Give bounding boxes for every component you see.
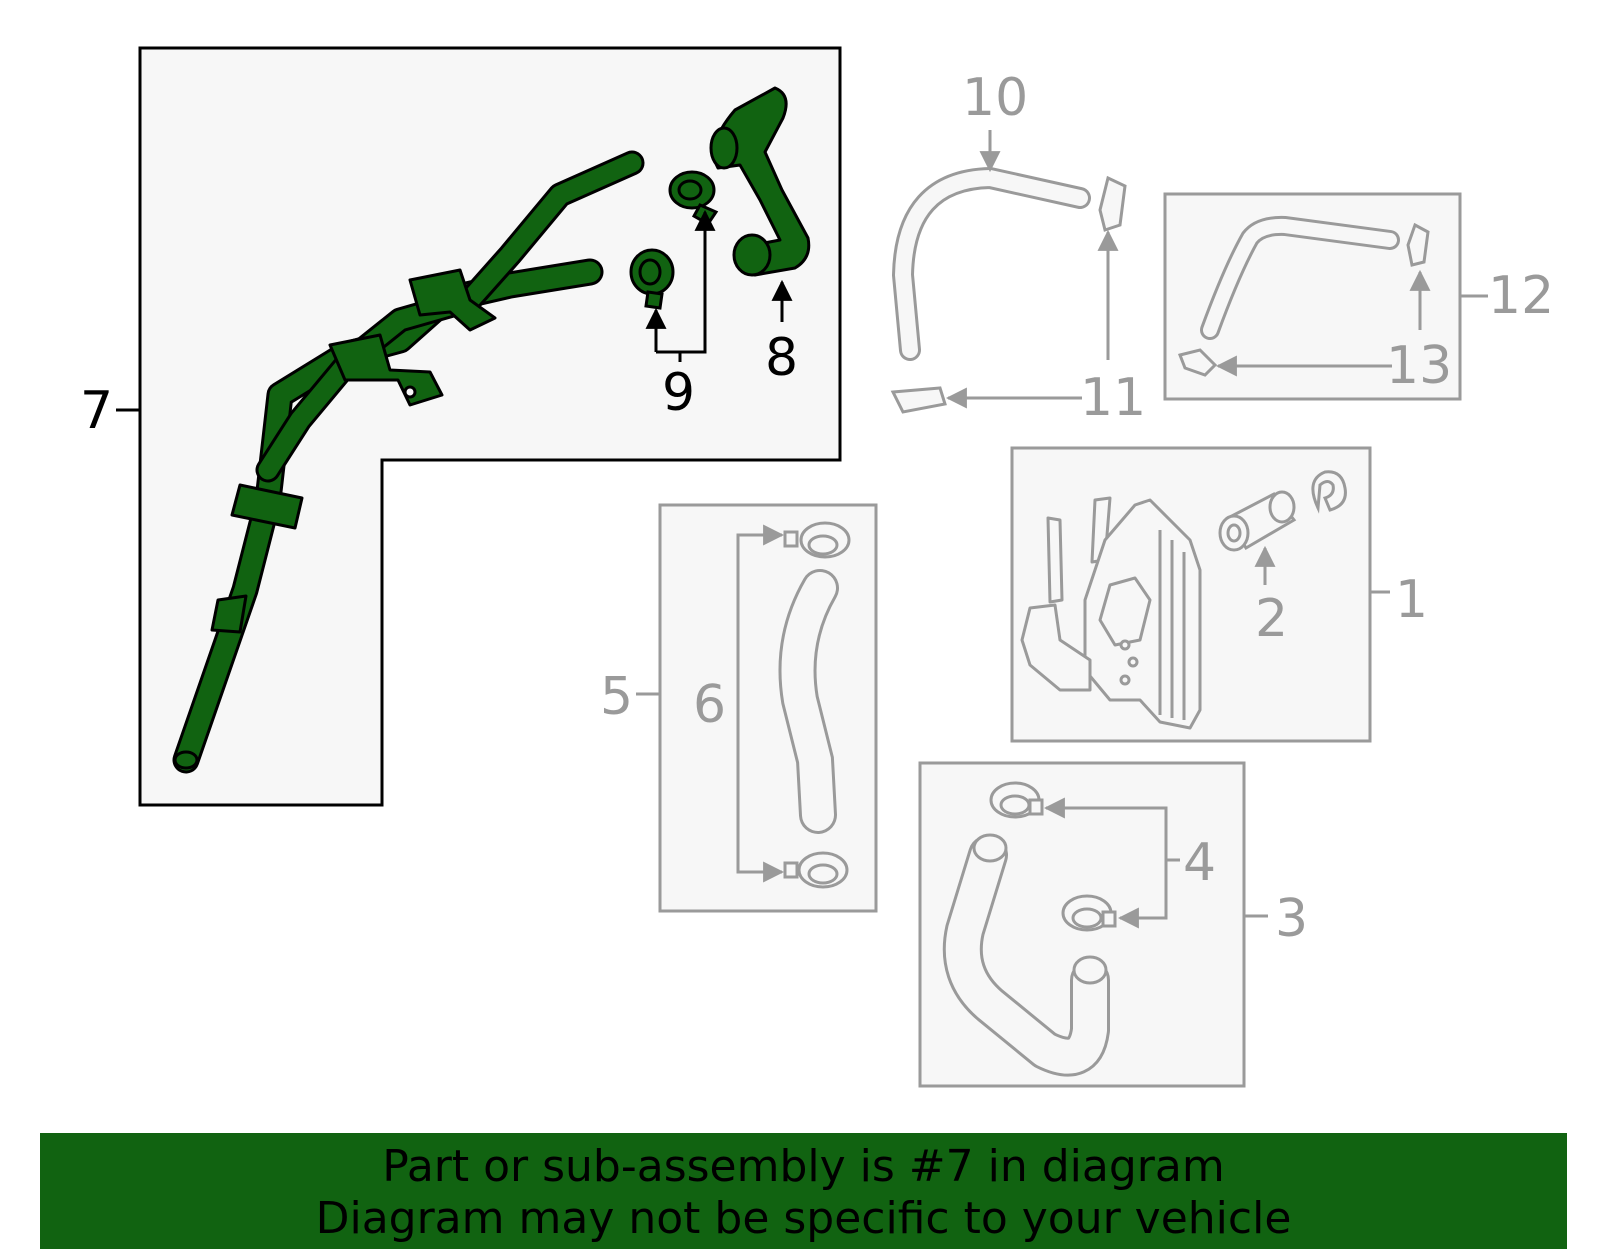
- callout-7: 7: [80, 381, 113, 441]
- callout-13: 13: [1386, 336, 1452, 396]
- callout-9: 9: [662, 363, 695, 423]
- assembly-12-box: [1163, 192, 1488, 401]
- clamp-11-lower: [890, 386, 947, 414]
- callout-4: 4: [1183, 833, 1216, 893]
- coolant-pipe-7: [172, 150, 645, 774]
- snap-ring: [1311, 470, 1347, 514]
- callout-11: 11: [1080, 368, 1146, 428]
- callout-5: 5: [600, 667, 633, 727]
- hose-10: [891, 166, 1091, 361]
- callout-6: 6: [693, 675, 726, 735]
- clamp-9-lower: [629, 248, 675, 310]
- leader-lines-10-11: [945, 130, 1119, 409]
- oil-filter-2: [1218, 490, 1297, 552]
- banner-line-2: Diagram may not be specific to your vehi…: [315, 1193, 1292, 1244]
- callout-8: 8: [765, 328, 798, 388]
- info-banner: Part or sub-assembly is #7 in diagram Di…: [40, 1133, 1567, 1249]
- callout-3: 3: [1275, 889, 1308, 949]
- hose-8: [709, 86, 811, 277]
- callout-1: 1: [1395, 570, 1428, 630]
- clamp-11-upper: [1098, 175, 1127, 232]
- assembly-5-box: [636, 503, 878, 913]
- assembly-7-box: [138, 46, 842, 807]
- callout-10: 10: [962, 68, 1028, 128]
- assembly-1-box: [1010, 446, 1390, 743]
- callout-12: 12: [1488, 266, 1554, 326]
- assembly-3-box: [918, 761, 1268, 1088]
- banner-line-1: Part or sub-assembly is #7 in diagram: [382, 1141, 1225, 1192]
- leader-lines-dark: [116, 209, 793, 412]
- callout-2: 2: [1255, 589, 1288, 649]
